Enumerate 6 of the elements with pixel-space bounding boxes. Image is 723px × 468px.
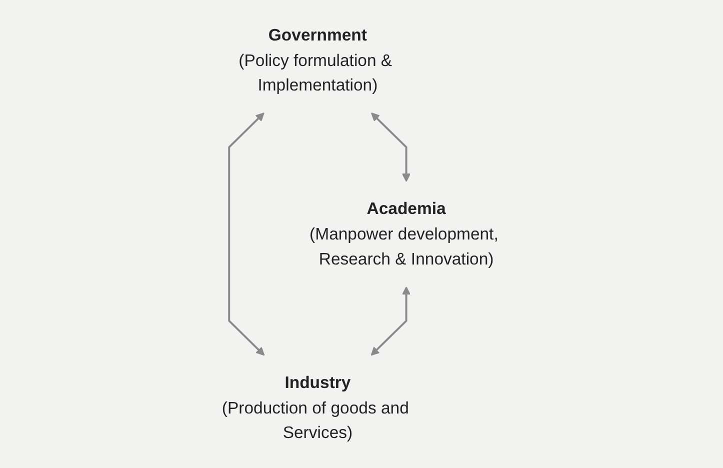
arrow — [228, 112, 264, 356]
node-text: Industry (Production of goods and Services) — [221, 373, 408, 442]
arrow — [370, 286, 410, 356]
node-text: Government (Policy formulation & Implementation) — [238, 26, 392, 94]
arrow — [370, 112, 410, 182]
node-text: Academia (Manpower development, Research & Innovation) — [309, 199, 498, 268]
